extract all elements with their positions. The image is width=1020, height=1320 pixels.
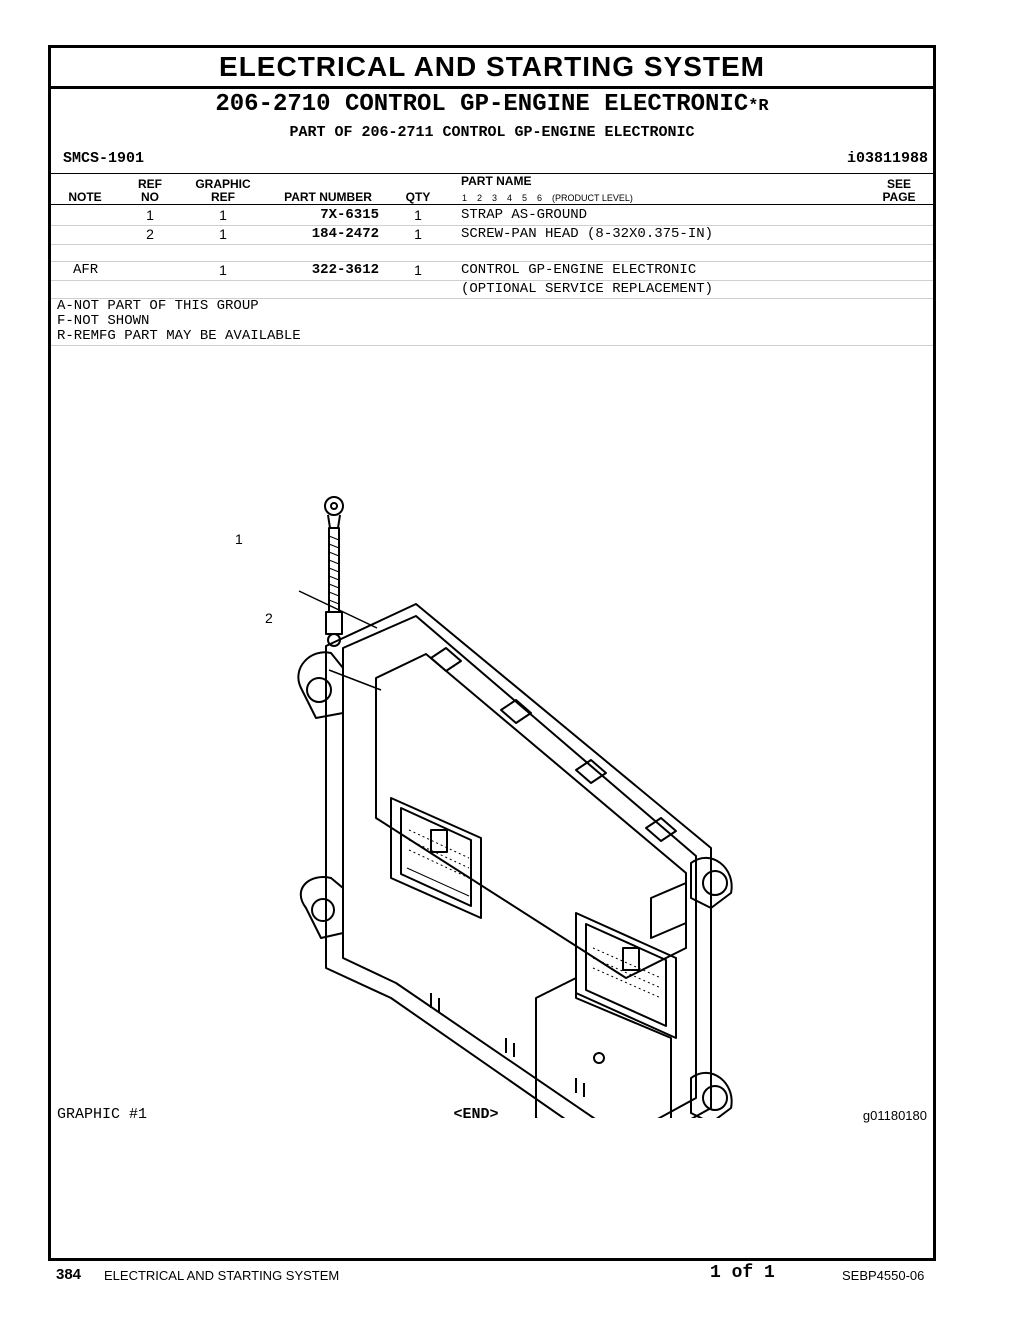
end-marker: <END> [453, 1106, 499, 1123]
col-qty: QTY [405, 190, 431, 204]
row-part-name: SCREW-PAN HEAD (8-32X0.375-IN) [461, 226, 714, 242]
row-graphic-ref: 1 [219, 207, 227, 223]
graphic-label: GRAPHIC #1 [57, 1106, 148, 1123]
callout-2-label: 2 [265, 610, 273, 626]
document-id: SEBP4550-06 [842, 1268, 925, 1283]
row-graphic-ref: 1 [219, 262, 227, 278]
row-divider [51, 280, 933, 281]
ring-terminal [324, 496, 344, 516]
ecm-lower-cover [535, 977, 672, 1118]
connector-2 [575, 912, 677, 1039]
ecm-lid [375, 653, 687, 979]
row-ref-no: 1 [146, 207, 154, 223]
connector-1 [390, 797, 482, 919]
header-top-rule [51, 173, 933, 174]
info-id: i03811988 [846, 150, 928, 167]
row-divider [51, 225, 933, 226]
page-of: 1 of 1 [710, 1263, 775, 1283]
row-part-name: CONTROL GP-ENGINE ELECTRONIC [461, 262, 697, 278]
col-see-bottom: PAGE [882, 190, 916, 204]
col-ref-bottom: NO [141, 190, 159, 204]
row-part-name: STRAP AS-GROUND [461, 207, 588, 223]
row-qty: 1 [414, 262, 422, 278]
smcs-code: SMCS-1901 [63, 150, 145, 167]
callout-1-label: 1 [235, 531, 243, 547]
col-product-levels: 1 2 3 4 5 6 (PRODUCT LEVEL) [462, 193, 633, 203]
row-graphic-ref: 1 [219, 226, 227, 242]
row-part-number: 7X-6315 [320, 207, 379, 223]
row-note: AFR [73, 262, 99, 278]
legend-item: R-REMFG PART MAY BE AVAILABLE [57, 328, 301, 344]
legend-item: A-NOT PART OF THIS GROUP [57, 298, 259, 314]
page-title: ELECTRICAL AND STARTING SYSTEM [219, 51, 765, 82]
legend-item: F-NOT SHOWN [57, 313, 150, 329]
ecm-illustration [297, 496, 733, 1118]
row-part-number: 322-3612 [311, 262, 379, 278]
title-rule [51, 86, 933, 89]
row-qty: 1 [414, 226, 422, 242]
row-divider [51, 298, 933, 299]
row-part-number: 184-2472 [311, 226, 379, 242]
row-divider [51, 261, 933, 262]
col-graphic-top: GRAPHIC [195, 177, 251, 191]
col-ref-top: REF [138, 177, 162, 191]
page-frame: ELECTRICAL AND STARTING SYSTEM 206-2710 … [48, 45, 936, 1261]
page-number: 384 [56, 1266, 82, 1283]
part-of-line: PART OF 206-2711 CONTROL GP-ENGINE ELECT… [289, 124, 695, 141]
graphic-id: g01180180 [862, 1108, 927, 1123]
col-part-name: PART NAME [461, 174, 532, 188]
row-ref-no: 2 [146, 226, 154, 242]
row-divider [51, 244, 933, 245]
callout-1-leader [298, 590, 378, 629]
footer-section: ELECTRICAL AND STARTING SYSTEM [104, 1268, 340, 1283]
group-title-main: 206-2710 CONTROL GP-ENGINE ELECTRONIC [215, 91, 749, 118]
col-note: NOTE [68, 190, 102, 204]
callout-2-leader [328, 669, 382, 691]
col-part-number: PART NUMBER [284, 190, 372, 204]
note-legend: A-NOT PART OF THIS GROUP F-NOT SHOWN R-R… [57, 299, 301, 344]
row-qty: 1 [414, 207, 422, 223]
group-title: 206-2710 CONTROL GP-ENGINE ELECTRONIC*R [51, 91, 933, 118]
col-graphic-bottom: REF [211, 190, 235, 204]
col-see-top: SEE [886, 177, 911, 191]
row-part-name: (OPTIONAL SERVICE REPLACEMENT) [461, 281, 714, 297]
ecm-housing [325, 603, 712, 1118]
header-bottom-rule [51, 204, 933, 205]
group-title-suffix: *R [748, 97, 769, 116]
legend-divider [51, 345, 933, 346]
